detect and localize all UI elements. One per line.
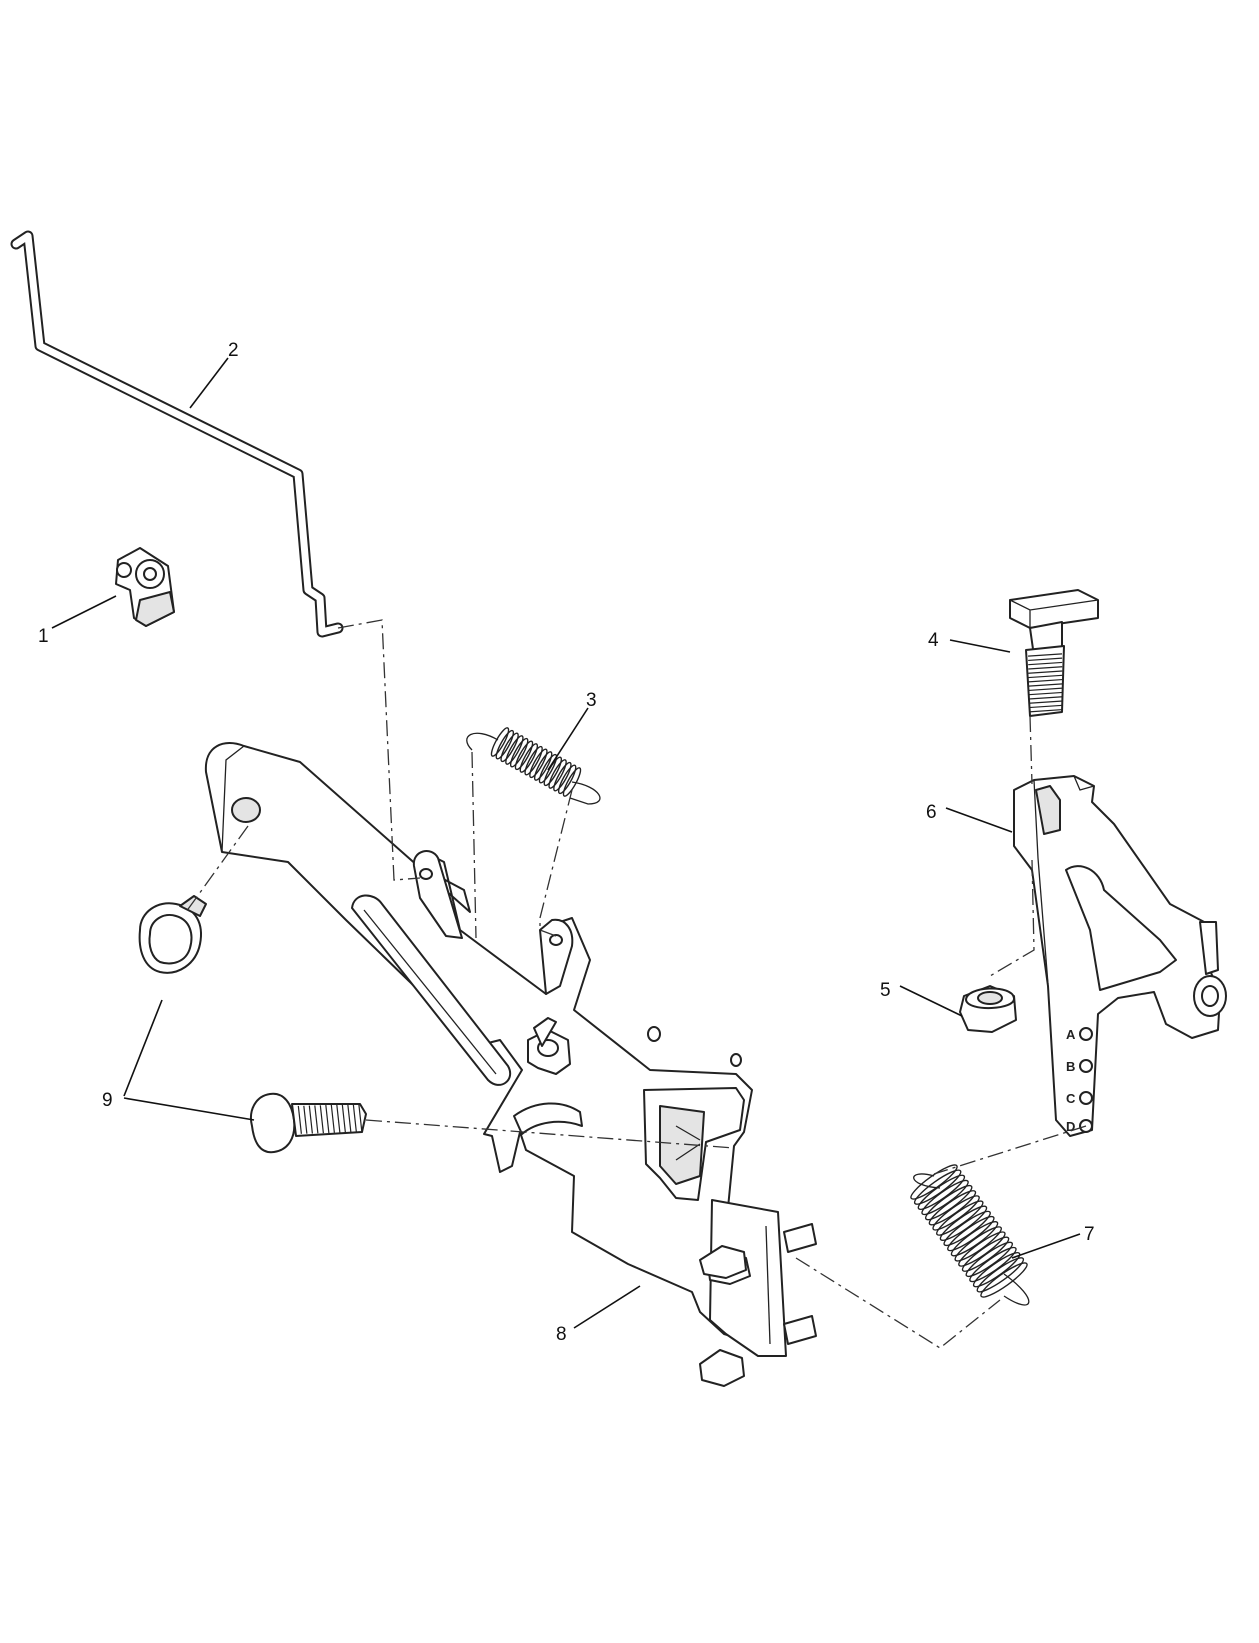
rod-clip (115, 547, 175, 627)
bracket-letter-c: C (1066, 1091, 1076, 1106)
flange-nut (959, 985, 1017, 1033)
thread-line (347, 1104, 352, 1133)
coil-turn (514, 740, 534, 771)
thread-line (1028, 661, 1063, 666)
thread-line (1028, 678, 1063, 683)
coil-turn (490, 727, 510, 757)
coil-turn (980, 1262, 1028, 1298)
thread-line (314, 1105, 319, 1134)
bracket-bolt-b (699, 1315, 817, 1387)
coil-turn (553, 761, 572, 792)
thread-line (1028, 670, 1063, 674)
coil-turn (500, 732, 519, 763)
leader-lines (51, 357, 1081, 1329)
assembly-center-lines (185, 619, 1087, 1349)
flange-bolt-lower (250, 1092, 367, 1154)
thread-line (1028, 683, 1063, 687)
thread-line (1028, 687, 1063, 692)
thread-line (1028, 653, 1063, 657)
thread-line (308, 1105, 313, 1134)
coil-turn (533, 751, 553, 781)
thread-line (1028, 700, 1063, 704)
callout-2: 2 (228, 340, 239, 361)
t-bolt (1009, 589, 1099, 717)
thread-line (319, 1105, 324, 1134)
coil-turn (557, 764, 577, 795)
thread-line (1028, 657, 1063, 662)
thread-line (352, 1104, 357, 1133)
callout-1: 1 (38, 626, 49, 647)
thread-line (1028, 708, 1064, 713)
thread-line (330, 1104, 335, 1133)
thread-line (1028, 704, 1063, 709)
lower-spring (910, 1164, 1030, 1306)
callout-3: 3 (586, 690, 597, 711)
throttle-bracket (204, 742, 817, 1387)
coil-turn (548, 759, 567, 789)
thread-line (303, 1105, 308, 1134)
callout-4: 4 (928, 630, 939, 651)
thread-line (336, 1104, 341, 1133)
thread-line (325, 1105, 330, 1134)
thread-line (1028, 691, 1063, 696)
thread-line (341, 1104, 346, 1133)
callout-6: 6 (926, 802, 937, 823)
bracket-upper-nut (527, 1017, 571, 1075)
coil-turn (976, 1257, 1025, 1293)
thread-line (297, 1105, 302, 1134)
thread-line (1028, 696, 1063, 700)
callout-9: 9 (102, 1090, 113, 1111)
bracket-bolt-a (699, 1223, 817, 1285)
thread-line (1028, 666, 1063, 670)
coil-turn (495, 729, 515, 760)
bracket-letter-d: D (1066, 1119, 1075, 1134)
governor-bracket: A B C D (1013, 775, 1227, 1137)
coil-turn (538, 753, 558, 784)
callout-labels: 1 2 3 4 5 6 7 8 9 (38, 340, 1095, 1345)
coil-turn (505, 735, 524, 765)
callout-8: 8 (556, 1324, 567, 1345)
bracket-letter-a: A (1066, 1027, 1076, 1042)
bracket-letter-b: B (1066, 1059, 1075, 1074)
flange-bolt-upper (138, 895, 207, 974)
callout-7: 7 (1084, 1224, 1095, 1245)
thread-line (358, 1104, 363, 1133)
coil-turn (529, 748, 548, 779)
upper-spring (466, 727, 601, 805)
callout-5: 5 (880, 980, 891, 1001)
control-rod (10, 230, 344, 638)
thread-line (1028, 674, 1063, 679)
coil-turn (519, 743, 539, 773)
coil-turn (562, 767, 582, 797)
coil-turn (524, 745, 543, 776)
coil-turn (509, 737, 529, 768)
